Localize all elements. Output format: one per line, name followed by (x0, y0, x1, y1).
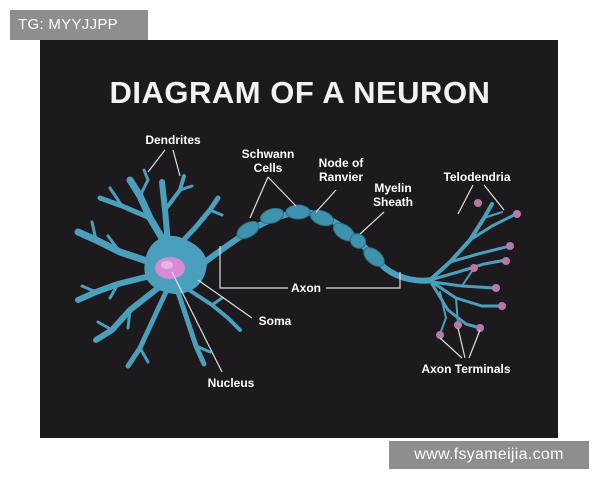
label-schwann-cells: Schwann Cells (230, 147, 306, 175)
label-dendrites: Dendrites (145, 133, 201, 147)
label-axon-terminals: Axon Terminals (421, 362, 511, 376)
label-nucleus: Nucleus (207, 376, 255, 390)
label-node-line1: Node of (318, 156, 364, 170)
label-myelin-sheath: Myelin Sheath (356, 181, 430, 209)
diagram-title: DIAGRAM OF A NEURON (109, 75, 491, 110)
label-myelin-line2: Sheath (372, 195, 413, 209)
source-tag: TG: MYYJJPP (10, 10, 148, 40)
dendrites (74, 168, 242, 369)
telodendria (428, 202, 518, 335)
label-schwann-line2: Cells (253, 161, 283, 175)
axon-terminals (436, 199, 521, 339)
label-node-line2: Ranvier (318, 170, 364, 184)
label-telodendria: Telodendria (443, 170, 511, 184)
label-axon: Axon (291, 281, 321, 295)
myelin-sheath (236, 204, 385, 267)
label-soma: Soma (258, 314, 292, 328)
label-node-of-ranvier: Node of Ranvier (306, 156, 376, 184)
leader-lines (147, 149, 505, 373)
label-schwann-line1: Schwann (241, 147, 295, 161)
label-myelin-line1: Myelin (374, 181, 412, 195)
watermark: www.fsyameijia.com (389, 441, 589, 469)
